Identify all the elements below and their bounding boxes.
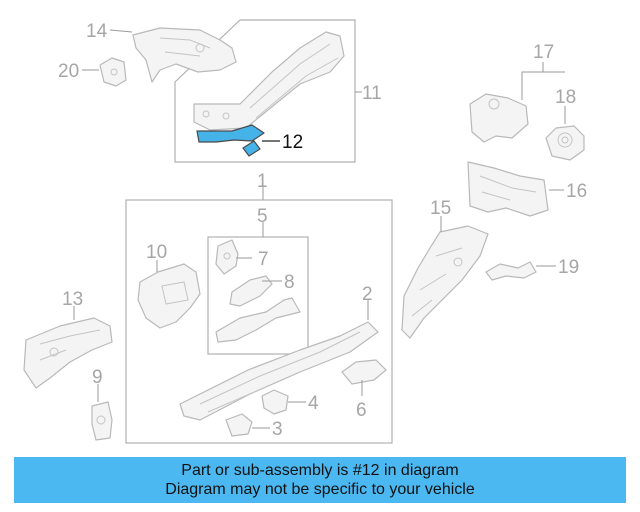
part-2[interactable] (179, 321, 379, 421)
part-19[interactable] (485, 261, 537, 281)
banner-line-1: Part or sub-assembly is #12 in diagram (181, 462, 459, 479)
callout-1: 1 (257, 171, 268, 192)
banner-line-2: Diagram may not be specific to your vehi… (165, 481, 475, 498)
part-8[interactable] (229, 275, 273, 307)
callout-11: 11 (362, 83, 382, 104)
callout-10: 10 (146, 242, 167, 263)
callout-3: 3 (272, 419, 283, 440)
part-5-bracket[interactable] (215, 297, 301, 343)
group-box-5 (207, 236, 309, 355)
callout-6: 6 (356, 400, 367, 421)
callout-17: 17 (533, 42, 554, 63)
part-4[interactable] (261, 389, 289, 415)
group-box-11 (174, 19, 356, 163)
callout-19: 19 (558, 257, 579, 278)
callout-12[interactable]: 12 (282, 132, 303, 153)
part-18[interactable] (545, 125, 585, 161)
callout-5: 5 (257, 206, 268, 227)
part-12[interactable] (196, 124, 265, 157)
callout-20: 20 (58, 61, 79, 82)
part-17[interactable] (469, 93, 529, 143)
callout-8: 8 (284, 272, 295, 293)
part-3[interactable] (225, 413, 253, 437)
callout-4: 4 (308, 393, 319, 414)
callout-16: 16 (566, 181, 587, 202)
part-20[interactable] (99, 57, 127, 87)
callout-2: 2 (362, 284, 373, 305)
group-box-1 (125, 199, 393, 444)
part-7[interactable] (215, 239, 239, 275)
part-16[interactable] (467, 161, 549, 217)
part-15[interactable] (401, 225, 489, 339)
part-11[interactable] (193, 31, 345, 131)
callout-7: 7 (258, 249, 269, 270)
part-9[interactable] (91, 401, 113, 441)
part-14[interactable] (132, 27, 237, 83)
callout-18: 18 (555, 87, 576, 108)
part-6[interactable] (341, 359, 387, 385)
info-banner: Part or sub-assembly is #12 in diagram D… (14, 457, 626, 503)
callout-13: 13 (62, 289, 83, 310)
part-10[interactable] (137, 263, 201, 329)
callout-9: 9 (92, 367, 103, 388)
leader-lines (73, 29, 566, 429)
parts-diagram: 14 20 11 12 17 18 16 15 19 1 5 7 8 10 2 … (23, 19, 587, 444)
part-13[interactable] (23, 317, 113, 389)
callout-15: 15 (430, 198, 451, 219)
callout-14: 14 (86, 21, 108, 42)
